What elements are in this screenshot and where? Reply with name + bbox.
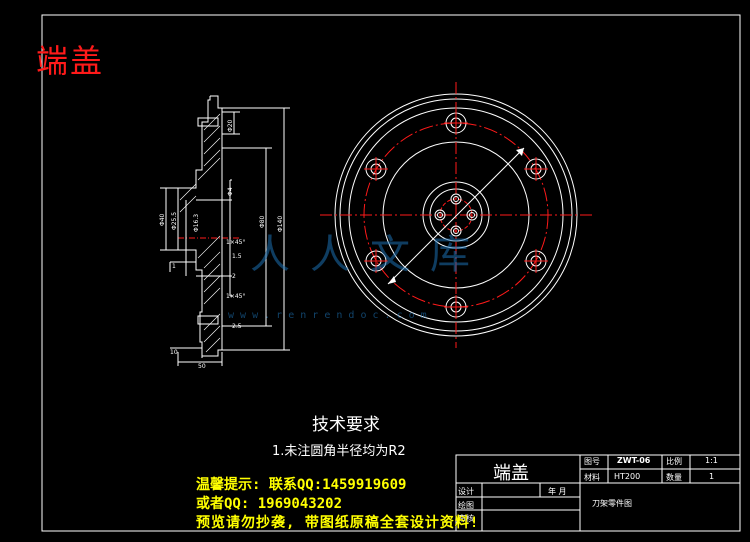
title-block-part-name: 端盖	[493, 463, 529, 484]
quantity-value: 1	[709, 472, 715, 481]
dim-r25: 2.5	[232, 323, 242, 330]
promo-line-2: 或者QQ: 1969043202	[196, 496, 343, 512]
dim-bottom50: 50	[198, 363, 206, 370]
outer-bolt-hole	[444, 295, 468, 319]
title-block	[455, 454, 741, 532]
scale-value: 1:1	[705, 456, 718, 465]
drawing-title: 端盖	[36, 42, 105, 80]
quantity-label: 数量	[666, 473, 682, 482]
dim-r15: 1.5	[232, 253, 242, 260]
material-label: 材料	[584, 473, 600, 482]
design-label: 设计	[458, 487, 474, 496]
watermark-url: w w w . r e n r e n d o c . c o m	[228, 310, 427, 321]
outer-bolt-hole	[524, 249, 548, 273]
drawn-label: 绘图	[458, 501, 474, 510]
hub-holes	[434, 193, 478, 237]
dim-left10: 10	[170, 349, 178, 356]
section-view	[160, 95, 290, 366]
watermark-text: 人人文库	[250, 232, 490, 278]
dim-d140: Φ140	[277, 216, 284, 232]
dim-d255: Φ25.5	[171, 212, 178, 230]
dim-d80: Φ80	[259, 215, 266, 228]
dim-d4: Φ4	[227, 187, 234, 196]
drawing-no-label: 图号	[584, 457, 600, 466]
dim-d40: Φ40	[159, 213, 166, 226]
dim-d163: Φ16.3	[193, 214, 200, 232]
review-label: 审核	[458, 514, 474, 523]
dim-d2: 2	[232, 273, 236, 280]
dim-d20: Φ20	[227, 119, 234, 132]
date-label: 年 月	[548, 487, 567, 496]
drawing-no-value: ZWT-06	[617, 456, 651, 465]
material-value: HT200	[614, 472, 641, 481]
tech-requirement-1: 1.未注圆角半径均为R2	[272, 444, 406, 459]
drawing-border	[41, 14, 741, 532]
promo-line-1: 温馨提示: 联系QQ:1459919609	[196, 477, 407, 493]
company-name: 刀架零件图	[592, 499, 632, 508]
promo-line-3: 预览请勿抄袭, 带图纸原稿全套设计资料!	[196, 515, 480, 531]
outer-bolt-hole	[364, 249, 388, 273]
dim-chamfer2: 1×45°	[226, 293, 245, 300]
section-dimensions: Φ20 Φ4 Φ80 Φ140 Φ40 Φ25.5 Φ16.3 1×45° 1×…	[159, 119, 284, 370]
tech-requirements-title: 技术要求	[312, 415, 380, 435]
dim-chamfer1: 1×45°	[226, 239, 245, 246]
front-view	[320, 82, 594, 348]
outer-bolt-hole	[444, 111, 468, 135]
dim-left1: 1	[172, 263, 176, 270]
outer-bolt-hole	[524, 157, 548, 181]
scale-label: 比例	[666, 457, 682, 466]
watermark: 人人文库 w w w . r e n r e n d o c . c o m	[228, 232, 490, 321]
outer-bolt-hole	[364, 157, 388, 181]
